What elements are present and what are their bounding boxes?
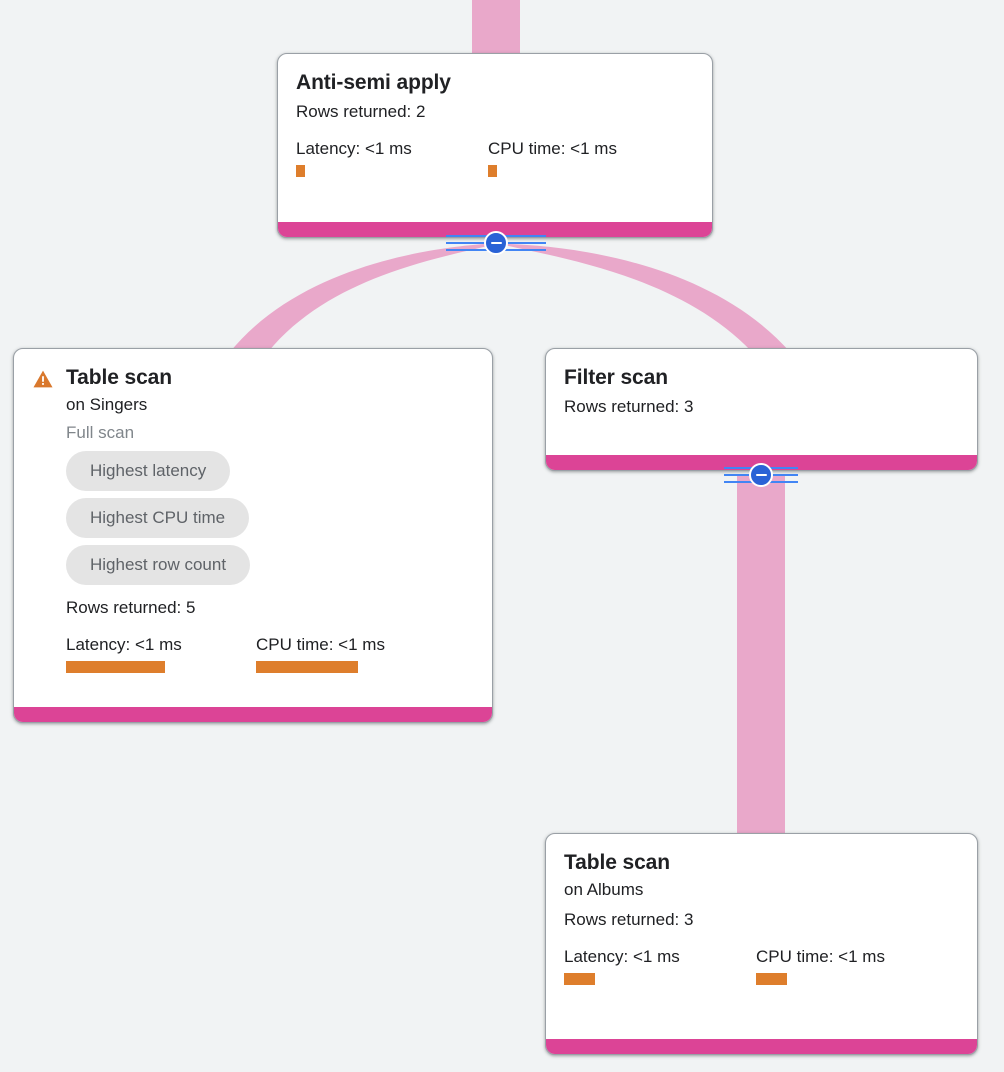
warning-triangle-icon <box>32 368 54 390</box>
chip-highest-cpu-time[interactable]: Highest CPU time <box>66 498 250 538</box>
chip-highest-latency[interactable]: Highest latency <box>66 451 231 491</box>
node-scan-type: Full scan <box>66 423 135 442</box>
node-details: Rows returned: 2 Latency: <1 ms CPU time… <box>296 98 694 177</box>
cpu-time-bar <box>756 973 787 985</box>
node-details: Rows returned: 3 <box>564 393 959 421</box>
collapse-toggle-filter-scan[interactable] <box>711 462 811 488</box>
node-title: Table scan <box>66 366 172 389</box>
cpu-metric: CPU time: <1 ms <box>756 946 885 985</box>
node-footer-bar <box>546 455 977 470</box>
edge-filter-scan-to-table-scan-albums <box>737 474 785 844</box>
metrics-row: Latency: <1 ms CPU time: <1 ms <box>66 634 474 673</box>
node-header: Anti-semi apply <box>296 70 694 96</box>
node-body: Table scan on Albums Rows returned: 3 La… <box>546 834 977 995</box>
node-footer-bar <box>278 222 712 237</box>
latency-bar <box>66 661 165 673</box>
node-subtitle: on Singers <box>66 395 148 414</box>
chip-highest-row-count[interactable]: Highest row count <box>66 545 251 585</box>
cpu-time-label: CPU time: <1 ms <box>256 635 385 654</box>
cpu-time-label: CPU time: <1 ms <box>756 947 885 966</box>
node-header: Filter scan <box>564 365 959 391</box>
latency-label: Latency: <1 ms <box>564 947 680 966</box>
collapse-toggle-anti-semi-apply[interactable] <box>446 230 546 256</box>
metrics-row: Latency: <1 ms CPU time: <1 ms <box>564 946 959 985</box>
rows-returned-text: Rows returned: 2 <box>296 102 426 121</box>
node-title: Anti-semi apply <box>296 71 451 94</box>
rows-returned-text: Rows returned: 5 <box>66 598 196 617</box>
node-details: on Albums Rows returned: 3 Latency: <1 m… <box>564 876 959 985</box>
node-header: Table scan <box>564 850 959 876</box>
node-subtitle: on Albums <box>564 880 644 899</box>
node-footer-bar <box>546 1039 977 1054</box>
minus-icon[interactable] <box>484 231 508 255</box>
node-details: on Singers Full scan Highest latency Hig… <box>32 391 474 673</box>
chip-list: Highest latency Highest CPU time Highest… <box>66 451 474 592</box>
edge-incoming-root <box>472 0 520 56</box>
cpu-time-label: CPU time: <1 ms <box>488 139 617 158</box>
cpu-time-bar <box>256 661 358 673</box>
latency-label: Latency: <1 ms <box>296 139 412 158</box>
node-header: Table scan <box>32 365 474 391</box>
latency-label: Latency: <1 ms <box>66 635 182 654</box>
plan-node-table-scan-singers[interactable]: Table scan on Singers Full scan Highest … <box>13 348 493 723</box>
node-body: Table scan on Singers Full scan Highest … <box>14 349 492 683</box>
node-body: Filter scan Rows returned: 3 <box>546 349 977 431</box>
node-title: Filter scan <box>564 366 668 389</box>
rows-returned-text: Rows returned: 3 <box>564 397 694 416</box>
latency-metric: Latency: <1 ms <box>564 946 756 985</box>
latency-bar <box>296 165 305 177</box>
node-body: Anti-semi apply Rows returned: 2 Latency… <box>278 54 712 187</box>
node-footer-bar <box>14 707 492 722</box>
latency-metric: Latency: <1 ms <box>296 138 488 177</box>
rows-returned-text: Rows returned: 3 <box>564 910 694 929</box>
cpu-metric: CPU time: <1 ms <box>256 634 385 673</box>
edge-root-to-table-scan-singers <box>230 244 496 352</box>
cpu-time-bar <box>488 165 497 177</box>
cpu-metric: CPU time: <1 ms <box>488 138 617 177</box>
edge-root-to-filter-scan <box>500 244 790 352</box>
node-title: Table scan <box>564 851 670 874</box>
minus-icon[interactable] <box>749 463 773 487</box>
metrics-row: Latency: <1 ms CPU time: <1 ms <box>296 138 694 177</box>
plan-node-anti-semi-apply[interactable]: Anti-semi apply Rows returned: 2 Latency… <box>277 53 713 238</box>
latency-metric: Latency: <1 ms <box>66 634 256 673</box>
plan-node-filter-scan[interactable]: Filter scan Rows returned: 3 <box>545 348 978 471</box>
plan-node-table-scan-albums[interactable]: Table scan on Albums Rows returned: 3 La… <box>545 833 978 1055</box>
latency-bar <box>564 973 595 985</box>
